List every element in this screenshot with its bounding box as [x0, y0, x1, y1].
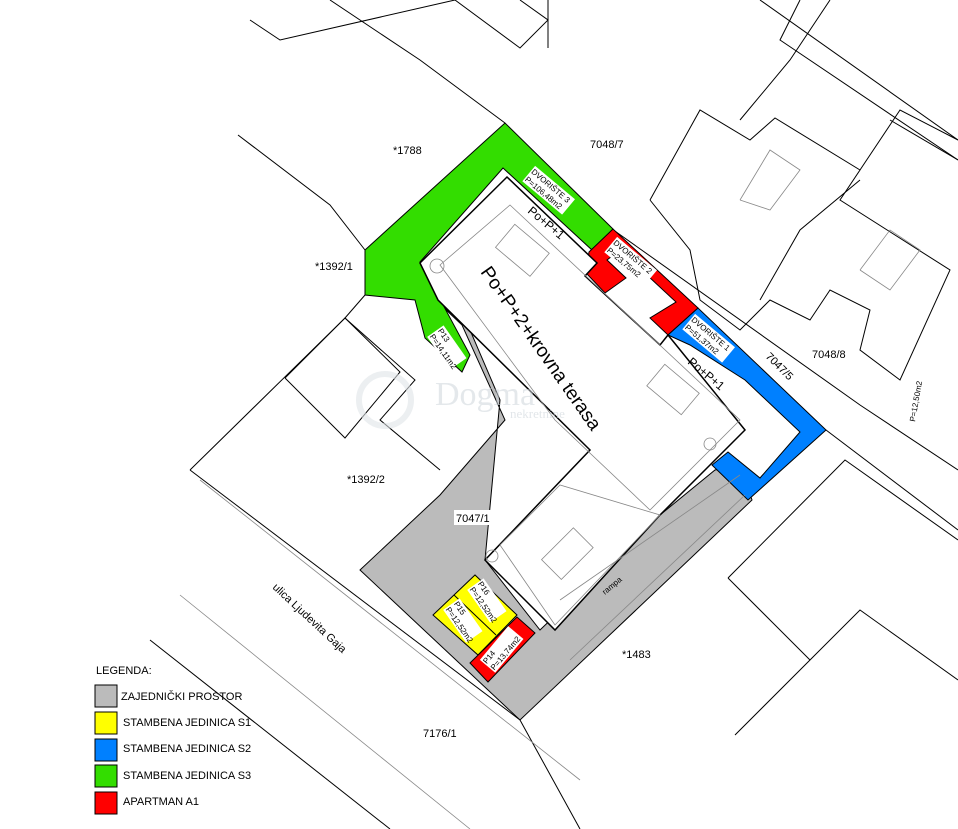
legend-item-s1: STAMBENA JEDINICA S1	[94, 711, 251, 735]
parcel-7048-7: 7048/7	[590, 139, 624, 151]
legend: LEGENDA: ZAJEDNIČKI PROSTOR STAMBENA JED…	[94, 665, 251, 815]
svg-text:STAMBENA JEDINICA S1: STAMBENA JEDINICA S1	[123, 717, 251, 729]
svg-text:STAMBENA JEDINICA S2: STAMBENA JEDINICA S2	[123, 743, 251, 755]
parcel-1392-2: *1392/2	[347, 474, 385, 486]
parcel-1392-1: *1392/1	[315, 261, 353, 273]
svg-text:Dogma: Dogma	[435, 376, 535, 413]
legend-item-a1: APARTMAN A1	[94, 791, 199, 815]
parcel-1483: *1483	[622, 649, 651, 661]
building	[419, 175, 747, 661]
parcel-7047-1: 7047/1	[456, 513, 490, 525]
watermark-logo: Dogma nekretnine	[356, 371, 565, 429]
unit-s2-yard	[667, 307, 827, 501]
parcel-lines	[189, 0, 958, 829]
svg-text:nekretnine: nekretnine	[510, 406, 565, 421]
parcel-1788: *1788	[393, 145, 422, 157]
parcel-7176-1: 7176/1	[423, 728, 457, 740]
svg-text:APARTMAN A1: APARTMAN A1	[123, 796, 199, 808]
street-name: ulica Ljudevita Gaja	[270, 581, 349, 656]
street-road	[149, 469, 581, 829]
legend-item-s3: STAMBENA JEDINICA S3	[94, 764, 251, 788]
svg-text:STAMBENA JEDINICA S3: STAMBENA JEDINICA S3	[123, 770, 251, 782]
parcel-7048-8: 7048/8	[812, 349, 846, 361]
svg-text:ZAJEDNIČKI PROSTOR: ZAJEDNIČKI PROSTOR	[121, 690, 242, 703]
legend-item-common: ZAJEDNIČKI PROSTOR	[94, 684, 242, 708]
area-right: P=12,50m2	[908, 380, 924, 423]
legend-item-s2: STAMBENA JEDINICA S2	[94, 738, 251, 762]
legend-title: LEGENDA:	[96, 665, 152, 677]
